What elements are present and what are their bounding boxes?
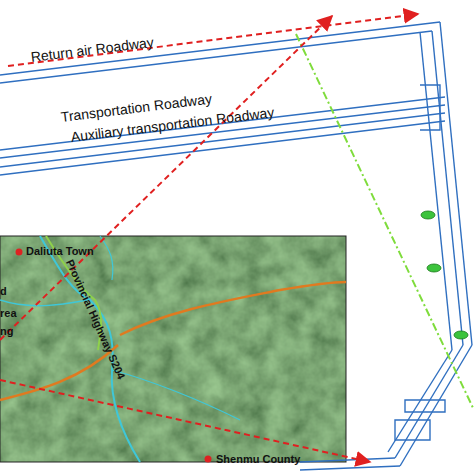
county-label: Shenmu County bbox=[216, 454, 300, 465]
cut-label: ng bbox=[0, 326, 13, 337]
town-label: Daliuta Town bbox=[26, 246, 94, 257]
red-dashed-arrows bbox=[0, 14, 418, 462]
green-dashdot-line bbox=[296, 34, 474, 410]
cut-label: d bbox=[0, 286, 7, 297]
cut-label: rea bbox=[0, 308, 17, 319]
green-markers bbox=[421, 211, 468, 339]
satellite-inset bbox=[0, 236, 346, 463]
roadway-lines bbox=[0, 22, 472, 470]
roadway-label: Return air Roadway bbox=[30, 35, 155, 64]
